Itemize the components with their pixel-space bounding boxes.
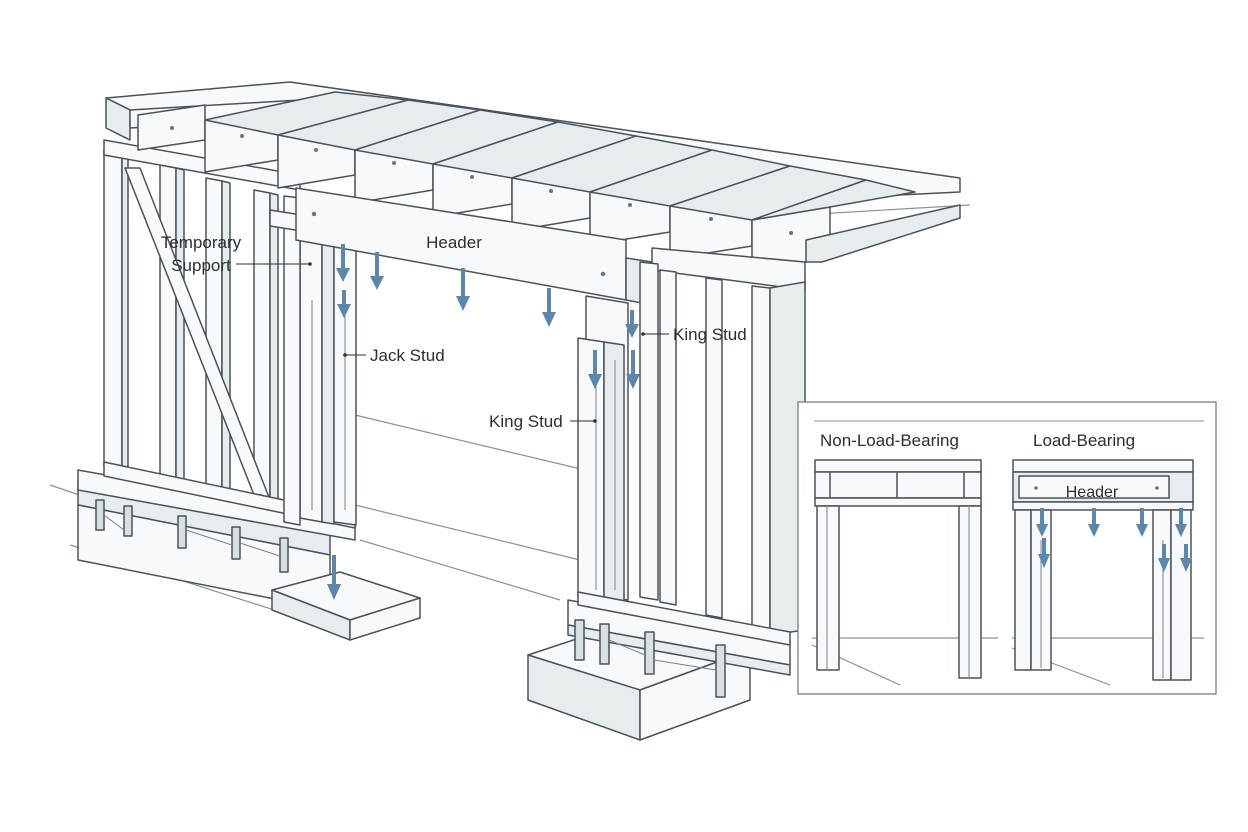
load-arrow [1175,508,1187,537]
load-arrow [1038,538,1050,568]
load-arrow [337,290,351,318]
left-opening-studs [283,195,357,526]
load-arrow [588,350,602,389]
load-arrow [1036,508,1048,537]
temporary-support-label-line1: Temporary [161,233,242,252]
load-arrow [625,310,639,338]
load-arrow [456,268,470,311]
temporary-support-post [299,231,335,525]
load-arrow [1088,508,1100,537]
comparison-inset: Non-Load-Bearing Load-Bearing [797,401,1217,695]
load-bearing-title: Load-Bearing [1033,431,1135,450]
jack-stud-label: Jack Stud [370,346,445,365]
load-arrow [370,252,384,290]
right-foundation [527,599,791,741]
ceiling-joists [129,91,961,272]
non-load-bearing-frame [811,459,998,686]
load-arrows-main [327,244,640,600]
main-labels: Header Temporary Support Jack Stud King … [161,233,747,431]
inset-header-label: Header [1066,484,1119,501]
header-label: Header [426,233,482,252]
king-stud-label-right: King Stud [673,325,747,344]
load-bearing-frame: Header [1011,459,1204,686]
load-arrow [1136,508,1148,537]
non-load-bearing-title: Non-Load-Bearing [820,431,959,450]
load-arrow [626,350,640,389]
load-arrow [327,555,341,600]
load-arrow [1180,544,1192,572]
load-arrow [542,288,556,327]
load-arrow [1158,544,1170,572]
right-wall [577,247,806,646]
temporary-support-label-line2: Support [171,256,231,275]
load-arrow [336,244,350,282]
load-arrows-inset [1036,508,1192,572]
king-stud-label-center: King Stud [489,412,563,431]
